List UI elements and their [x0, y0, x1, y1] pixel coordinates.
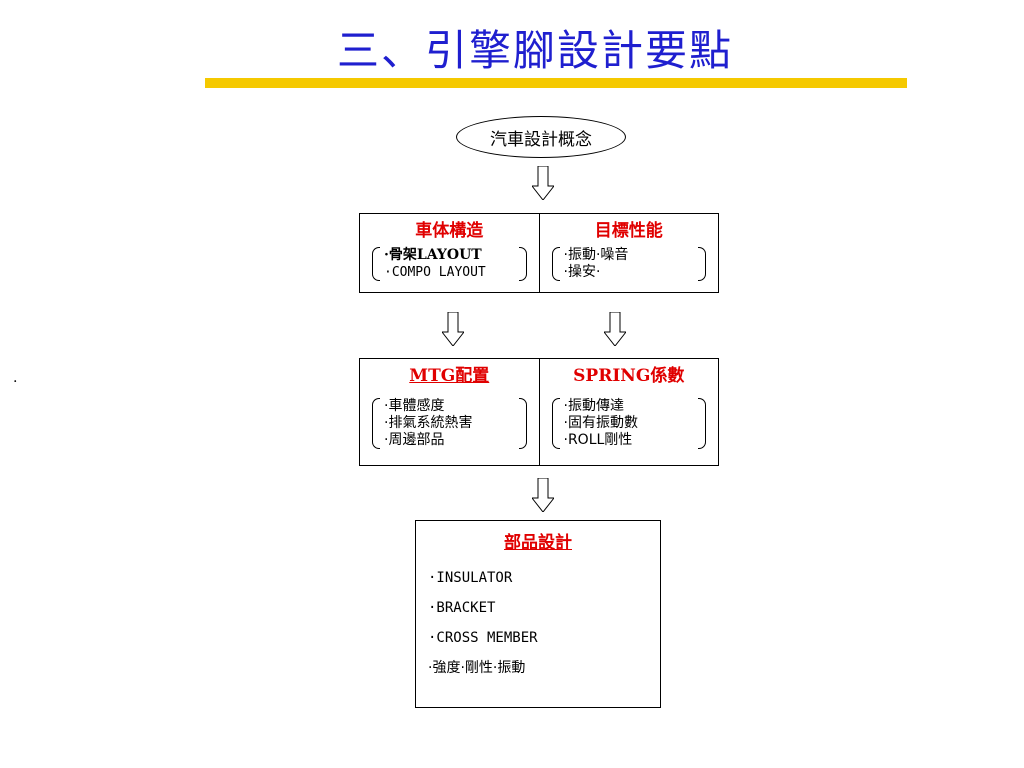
mount-spring-panel: MTG配置 ·車體感度 ·排氣系統熱害 ·周邊部品 SPRING係數 ·振動傳達…	[359, 358, 719, 466]
list-item: ·車體感度	[384, 398, 445, 414]
concept-label: 汽車設計概念	[490, 129, 592, 150]
list-item: ·骨架LAYOUT	[384, 247, 482, 263]
target-performance-heading: 目標性能	[594, 221, 663, 241]
structure-performance-panel: 車体構造 ·骨架LAYOUT ·COMPO LAYOUT 目標性能 ·振動·噪音…	[359, 213, 719, 293]
part-design-list: ·INSULATOR ·BRACKET ·CROSS MEMBER ·強度·剛性…	[428, 563, 660, 683]
mtg-layout-cell: MTG配置 ·車體感度 ·排氣系統熱害 ·周邊部品	[360, 359, 539, 465]
spring-rate-items: ·振動傳達 ·固有振動數 ·ROLL剛性	[551, 398, 707, 449]
title-underline-bar	[205, 78, 907, 88]
list-item: ·周邊部品	[384, 432, 445, 448]
arrow-down-icon	[532, 478, 554, 512]
spring-rate-cell: SPRING係數 ·振動傳達 ·固有振動數 ·ROLL剛性	[538, 359, 719, 465]
stray-mark: .	[13, 370, 18, 386]
list-item: ·CROSS MEMBER	[428, 630, 538, 646]
concept-ellipse: 汽車設計概念	[456, 116, 626, 158]
list-item: ·排氣系統熱害	[384, 415, 473, 431]
body-structure-heading: 車体構造	[415, 221, 484, 241]
mtg-layout-items: ·車體感度 ·排氣系統熱害 ·周邊部品	[372, 398, 527, 449]
list-item: ·COMPO LAYOUT	[384, 265, 486, 280]
list-item: ·BRACKET	[428, 600, 496, 616]
target-performance-cell: 目標性能 ·振動·噪音 ·操安·	[538, 214, 719, 292]
arrow-down-icon	[532, 166, 554, 200]
arrow-down-icon	[604, 312, 626, 346]
spring-rate-heading: SPRING係數	[573, 366, 685, 386]
target-performance-items: ·振動·噪音 ·操安·	[551, 247, 707, 281]
list-item: ·INSULATOR	[428, 570, 513, 586]
list-item: ·振動·噪音	[563, 247, 629, 263]
arrow-down-icon	[442, 312, 464, 346]
list-item: ·操安·	[563, 264, 601, 280]
body-structure-cell: 車体構造 ·骨架LAYOUT ·COMPO LAYOUT	[360, 214, 539, 292]
mtg-layout-heading: MTG配置	[409, 366, 490, 386]
list-item: ·振動傳達	[563, 398, 624, 414]
part-design-box: 部品設計 ·INSULATOR ·BRACKET ·CROSS MEMBER ·…	[415, 520, 661, 708]
list-item: ·ROLL剛性	[563, 432, 633, 448]
part-design-heading: 部品設計	[504, 533, 572, 553]
slide-title: 三、引擎腳設計要點	[336, 26, 733, 75]
list-item: ·強度·剛性·振動	[428, 660, 526, 676]
body-structure-items: ·骨架LAYOUT ·COMPO LAYOUT	[372, 247, 527, 281]
list-item: ·固有振動數	[563, 415, 638, 431]
